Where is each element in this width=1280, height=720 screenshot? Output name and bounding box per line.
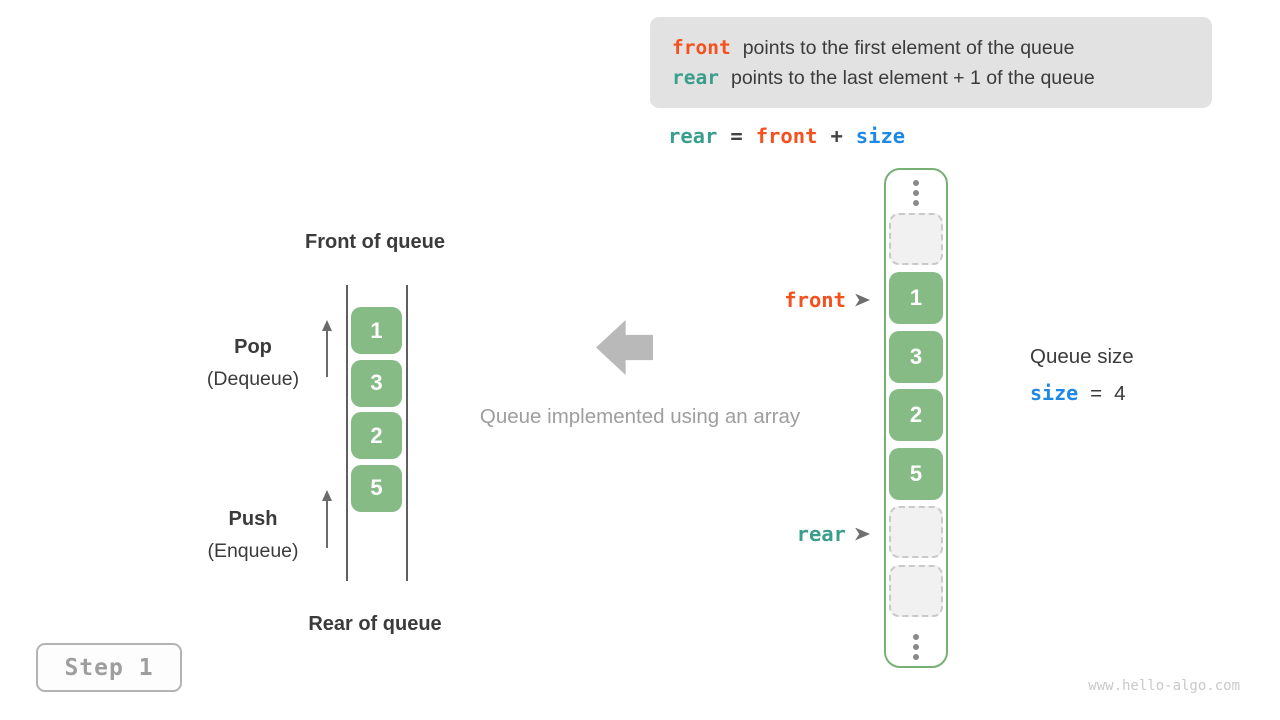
front-description: points to the first element of the queue bbox=[742, 36, 1075, 59]
queue-size-value-line: size = 4 bbox=[1030, 381, 1126, 406]
size-value: 4 bbox=[1114, 382, 1126, 405]
dot bbox=[913, 200, 919, 206]
left-block-arrow-icon bbox=[596, 320, 653, 375]
front-keyword: front bbox=[672, 35, 731, 59]
step-badge: Step 1 bbox=[36, 643, 182, 692]
queue-element: 3 bbox=[351, 359, 402, 407]
front-pointer-label: front bbox=[784, 288, 846, 312]
push-subtitle: (Enqueue) bbox=[207, 540, 299, 562]
arrow-shaft bbox=[326, 498, 328, 548]
dot bbox=[913, 644, 919, 650]
arrow-head bbox=[322, 490, 332, 501]
rear-pointer-arrow-icon bbox=[855, 527, 870, 541]
front-pointer-arrow-icon bbox=[855, 293, 870, 307]
formula-plus-sign: + bbox=[830, 124, 843, 148]
rear-pointer: rear bbox=[700, 521, 870, 547]
ellipsis-top-icon bbox=[912, 180, 920, 206]
pop-subtitle: (Dequeue) bbox=[206, 368, 300, 390]
pop-label-group: Pop (Dequeue) bbox=[173, 336, 333, 391]
dot bbox=[913, 180, 919, 186]
legend-box: front points to the first element of the… bbox=[650, 17, 1212, 108]
array-cell: 2 bbox=[889, 389, 943, 441]
rear-keyword: rear bbox=[672, 65, 719, 89]
formula-size: size bbox=[855, 124, 906, 148]
array-cell-empty bbox=[889, 213, 943, 265]
array-cell: 5 bbox=[889, 447, 943, 500]
arrow-head bbox=[322, 320, 332, 331]
pop-direction-arrow-icon bbox=[322, 320, 332, 377]
queue-element: 1 bbox=[351, 307, 402, 354]
formula-rear: rear bbox=[668, 124, 718, 148]
dot bbox=[913, 634, 919, 640]
front-pointer: front bbox=[700, 287, 870, 313]
queue-channel-right-wall bbox=[406, 285, 408, 581]
queue-element: 2 bbox=[351, 412, 402, 459]
size-keyword: size bbox=[1030, 381, 1079, 405]
center-caption: Queue implemented using an array bbox=[479, 405, 801, 428]
push-title: Push bbox=[228, 508, 278, 530]
pop-title: Pop bbox=[234, 336, 272, 358]
rear-pointer-label: rear bbox=[796, 522, 846, 546]
rear-description: points to the last element + 1 of the qu… bbox=[730, 66, 1095, 89]
push-label-group: Push (Enqueue) bbox=[173, 508, 333, 563]
arrow-shaft bbox=[326, 328, 328, 377]
ellipsis-bottom-icon bbox=[912, 634, 920, 660]
array-cell-empty bbox=[889, 564, 943, 617]
queue-channel-left-wall bbox=[346, 285, 348, 581]
array-cell-rear-empty bbox=[889, 506, 943, 558]
dot bbox=[913, 654, 919, 660]
array-cell-front: 1 bbox=[889, 272, 943, 324]
queue-element: 5 bbox=[351, 464, 402, 512]
watermark: www.hello-algo.com bbox=[1088, 678, 1240, 694]
front-of-queue-label: Front of queue bbox=[305, 231, 445, 253]
dot bbox=[913, 190, 919, 196]
queue-size-title: Queue size bbox=[1030, 345, 1134, 368]
array-cell: 3 bbox=[889, 330, 943, 383]
push-direction-arrow-icon bbox=[322, 490, 332, 548]
legend-line-front: front points to the first element of the… bbox=[672, 36, 1212, 60]
formula-front: front bbox=[755, 124, 818, 148]
formula-equals-sign: = bbox=[730, 124, 743, 148]
formula-rear-equals-front-plus-size: rear = front + size bbox=[668, 122, 905, 150]
size-equals-sign: = bbox=[1090, 382, 1103, 405]
legend-line-rear: rear points to the last element + 1 of t… bbox=[672, 66, 1212, 90]
rear-of-queue-label: Rear of queue bbox=[308, 613, 442, 635]
